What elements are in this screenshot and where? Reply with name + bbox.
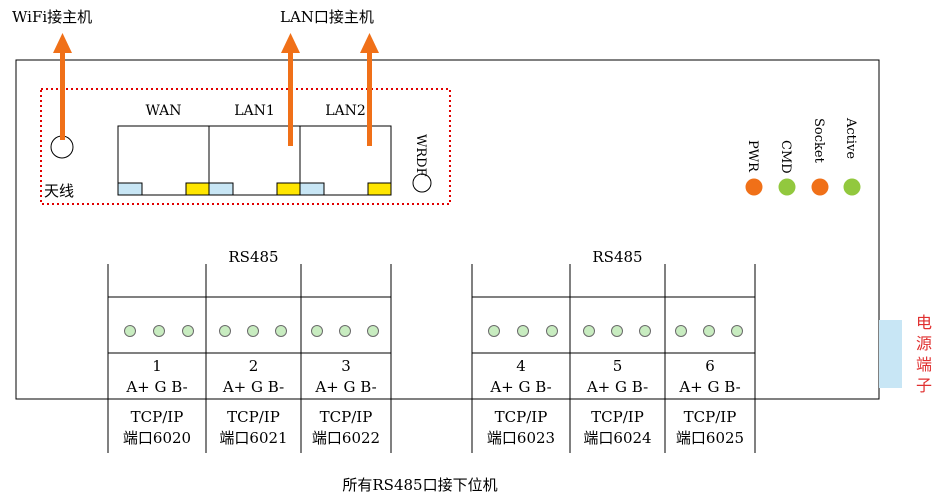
rs485-right-block [471, 264, 756, 453]
terminal-5-screw-g [611, 325, 623, 337]
terminal-3-port: 端口6022 [311, 429, 381, 447]
terminal-3-screw-b [367, 325, 379, 337]
terminal-4-protocol: TCP/IP [494, 408, 548, 426]
pwr-led [745, 178, 763, 196]
socket-label: Socket [811, 118, 826, 163]
terminal-5-pins: A+ G B- [586, 378, 649, 396]
rs485-right-label: RS485 [592, 248, 643, 266]
wrdf-button [412, 173, 432, 193]
terminal-6-screw-b [731, 325, 743, 337]
terminal-6-pins: A+ G B- [679, 378, 741, 396]
terminal-4-port: 端口6023 [486, 429, 556, 447]
terminal-2-pins: A+ G B- [222, 378, 285, 396]
terminal-3-screw-a [311, 325, 323, 337]
lan2-led-yellow [367, 182, 392, 196]
wrdf-label: WRDF [413, 134, 428, 177]
wan-led-blue [117, 182, 143, 196]
lan1-led-yellow [276, 182, 301, 196]
terminal-2-port: 端口6021 [219, 429, 288, 447]
terminal-1-screw-b [182, 325, 194, 337]
lan2-led-blue [299, 182, 325, 196]
terminal-5-protocol: TCP/IP [591, 408, 644, 426]
terminal-6-screw-a [675, 325, 687, 337]
network-ports-group-border [40, 88, 451, 205]
lan-host-label: LAN口接主机 [280, 8, 374, 26]
power-terminal-block [879, 320, 902, 388]
wifi-host-label: WiFi接主机 [12, 8, 93, 26]
terminal-6-number: 6 [705, 357, 715, 375]
cmd-label: CMD [778, 140, 793, 174]
terminal-1-number: 1 [152, 357, 162, 375]
antenna-label: 天线 [44, 182, 75, 200]
device-body [15, 59, 880, 400]
terminal-4-screw-b [546, 325, 558, 337]
terminal-5-number: 5 [612, 357, 623, 375]
terminal-6-screw-g [703, 325, 715, 337]
terminal-4-pins: A+ G B- [490, 378, 552, 396]
terminal-2-number: 2 [248, 357, 259, 375]
wan-label: WAN [145, 103, 182, 119]
active-led [843, 178, 861, 196]
terminal-5-screw-a [583, 325, 595, 337]
lan1-label: LAN1 [234, 103, 275, 119]
terminal-6-protocol: TCP/IP [683, 408, 737, 426]
terminal-5-screw-b [639, 325, 651, 337]
terminal-4-screw-a [488, 325, 500, 337]
wifi-arrow [53, 33, 72, 140]
terminal-2-screw-g [247, 325, 259, 337]
terminal-1-protocol: TCP/IP [130, 408, 184, 426]
terminal-2-screw-b [275, 325, 287, 337]
terminal-3-protocol: TCP/IP [319, 408, 373, 426]
terminal-1-screw-g [153, 325, 165, 337]
lan1-led-blue [208, 182, 234, 196]
terminal-5-port: 端口6024 [583, 429, 652, 447]
power-port-label: 电源端子 [916, 313, 933, 395]
wan-led-yellow [185, 182, 210, 196]
rs485-left-block [107, 264, 392, 453]
terminal-2-screw-a [219, 325, 231, 337]
terminal-3-pins: A+ G B- [315, 378, 377, 396]
terminal-3-number: 3 [341, 357, 351, 375]
terminal-2-protocol: TCP/IP [227, 408, 280, 426]
footer-caption: 所有RS485口接下位机 [342, 476, 498, 494]
terminal-1-port: 端口6020 [122, 429, 192, 447]
terminal-1-pins: A+ G B- [126, 378, 188, 396]
terminal-3-screw-g [339, 325, 351, 337]
terminal-4-number: 4 [516, 357, 526, 375]
lan1-arrow [281, 33, 300, 146]
active-label: Active [843, 118, 858, 160]
lan2-label: LAN2 [325, 103, 366, 119]
terminal-6-port: 端口6025 [675, 429, 745, 447]
socket-led [811, 178, 829, 196]
terminal-1-screw-a [124, 325, 136, 337]
rs485-left-label: RS485 [228, 248, 279, 266]
pwr-label: PWR [745, 140, 760, 172]
lan2-arrow [360, 33, 379, 146]
terminal-4-screw-g [517, 325, 529, 337]
cmd-led [778, 178, 796, 196]
